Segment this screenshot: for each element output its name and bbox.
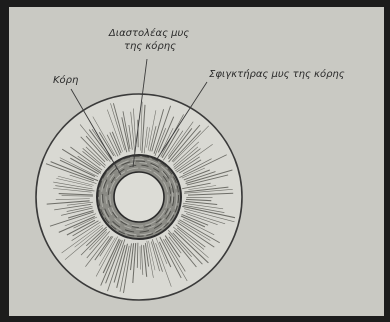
pupil-label: Κόρη [53, 74, 78, 86]
iris [36, 94, 242, 300]
paper-sheet: Διαστολέας μυς της κόρης Κόρη Σφιγκτήρας… [9, 7, 384, 316]
dilator-label-line1: Διαστολέας μυς [108, 27, 189, 39]
pupil [114, 172, 164, 222]
iris-diagram: Διαστολέας μυς της κόρης Κόρη Σφιγκτήρας… [9, 7, 384, 316]
dilator-label-line2: της κόρης [124, 40, 176, 52]
sphincter-label: Σφιγκτήρας μυς της κόρης [209, 68, 345, 80]
radial-fiber [137, 243, 138, 268]
